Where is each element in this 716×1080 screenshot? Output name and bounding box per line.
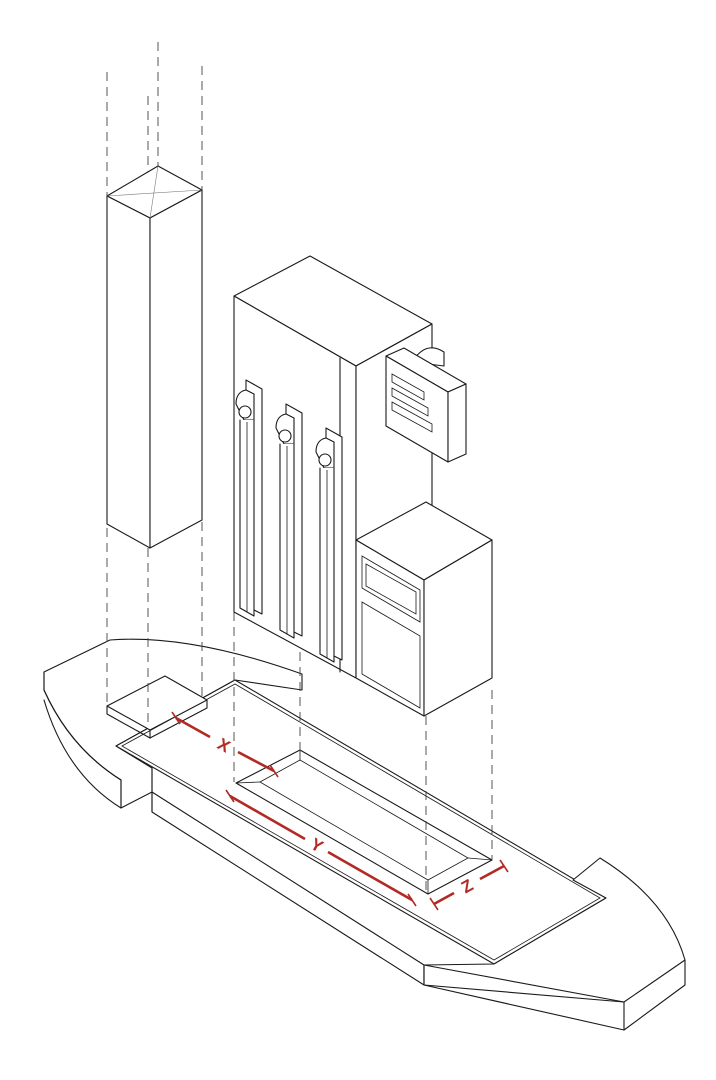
fuel-nozzle (235, 389, 255, 617)
pump-island-base (43, 638, 686, 1031)
utility-cabinet (355, 501, 493, 717)
canopy-column (106, 165, 203, 549)
fuel-nozzle (315, 437, 335, 663)
price-sign (385, 347, 467, 463)
fuel-nozzle (275, 413, 295, 639)
